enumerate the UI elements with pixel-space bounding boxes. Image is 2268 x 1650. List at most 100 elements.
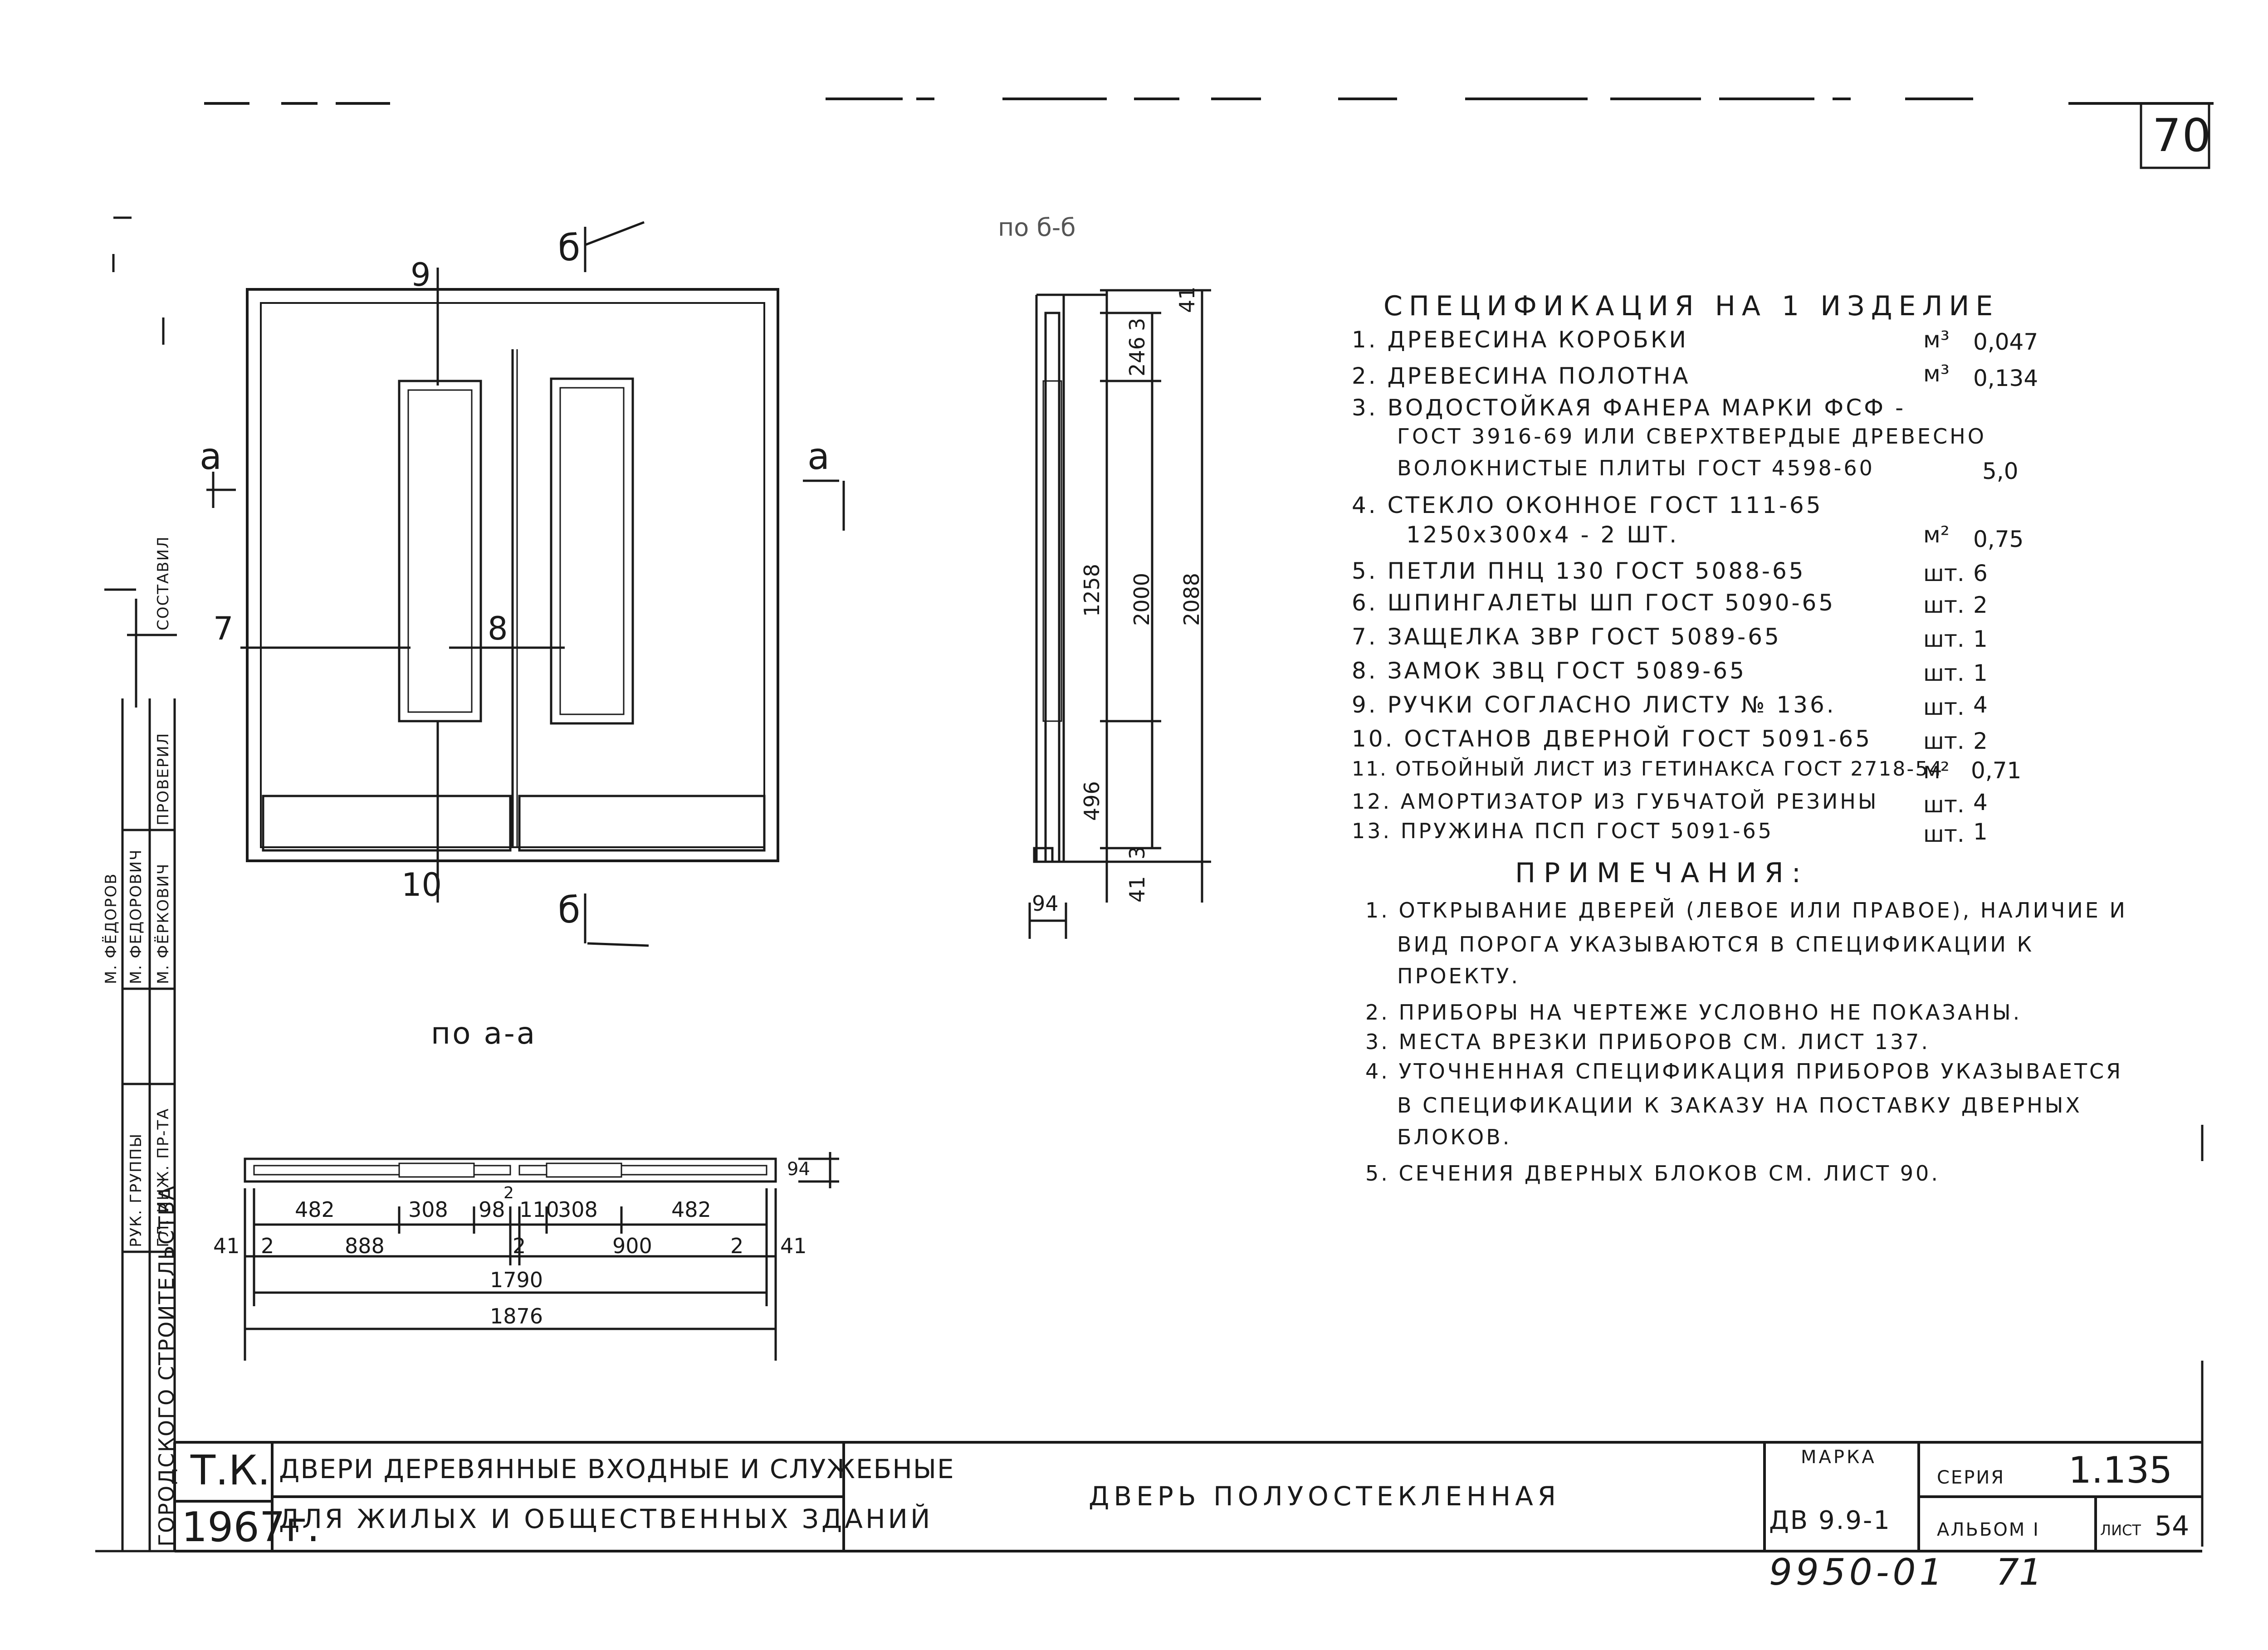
spec-qty-11: 0,71	[1971, 757, 2022, 784]
dim-aa-94: 94	[787, 1159, 810, 1180]
stamp-role-gl-inzh: ГЛ. ИНЖ. ПР-ТА	[154, 1108, 172, 1247]
spec-item-3c: ВОЛОКНИСТЫЕ ПЛИТЫ ГОСТ 4598-60	[1397, 456, 1875, 480]
spec-unit-7: шт.	[1923, 626, 1965, 652]
callout-7: 7	[213, 610, 234, 647]
spec-qty-1: 0,047	[1973, 329, 2038, 355]
note-line-8: БЛОКОВ.	[1397, 1125, 1512, 1149]
stamp-name-2: М. ФЕДОРОВИЧ	[127, 849, 145, 984]
spec-qty-13: 1	[1973, 819, 1988, 845]
sheet-corner-number: 70	[2152, 109, 2212, 162]
spec-item-7: 7. ЗАЩЕЛКА ЗВР ГОСТ 5089-65	[1352, 624, 1781, 650]
dim-bb-3-top: 3	[1125, 317, 1149, 331]
dim-aa-308-left: 308	[408, 1197, 448, 1222]
section-aa-lines	[244, 1152, 839, 1361]
tb-seria-value: 1.135	[2068, 1449, 2173, 1491]
spec-item-1: 1. ДРЕВЕСИНА КОРОБКИ	[1352, 327, 1688, 353]
cut-label-a-left: a	[200, 435, 222, 478]
spec-item-5: 5. ПЕТЛИ ПНЦ 130 ГОСТ 5088-65	[1352, 558, 1806, 584]
spec-qty-9: 4	[1973, 692, 1988, 718]
cut-label-b-bottom: б	[558, 889, 581, 931]
dim-bb-2088: 2088	[1179, 572, 1204, 626]
spec-unit-11: м²	[1923, 757, 1950, 784]
tb-name: ДВЕРЬ ПОЛУОСТЕКЛЕННАЯ	[1089, 1481, 1561, 1512]
inventory-number: 9950-01	[1769, 1551, 1946, 1593]
cut-label-a-right: a	[807, 435, 830, 478]
section-bb-title: по б-б	[998, 213, 1076, 242]
callout-9: 9	[411, 256, 431, 293]
tb-year: 1967г.	[181, 1504, 320, 1551]
spec-unit-13: шт.	[1923, 821, 1965, 847]
spec-item-4b: 1250х300х4 - 2 ШТ.	[1406, 522, 1679, 548]
tb-desc-2: ДЛЯ ЖИЛЫХ И ОБЩЕСТВЕННЫХ ЗДАНИЙ	[279, 1504, 933, 1534]
section-bb-lines	[1028, 289, 1211, 939]
spec-unit-2: м³	[1923, 361, 1950, 387]
dim-aa-2-right: 2	[730, 1234, 744, 1258]
spec-qty-4: 0,75	[1973, 526, 2024, 552]
dim-aa-308-right: 308	[558, 1197, 598, 1222]
spec-item-10: 10. ОСТАНОВ ДВЕРНОЙ ГОСТ 5091-65	[1352, 726, 1872, 752]
dim-bb-41-top: 41	[1175, 286, 1199, 313]
spec-unit-4: м²	[1923, 522, 1950, 548]
spec-item-4: 4. СТЕКЛО ОКОННОЕ ГОСТ 111-65	[1352, 492, 1823, 518]
note-line-9: 5. СЕЧЕНИЯ ДВЕРНЫХ БЛОКОВ СМ. ЛИСТ 90.	[1365, 1161, 1940, 1186]
spec-qty-8: 1	[1973, 660, 1988, 686]
dim-aa-900: 900	[612, 1234, 652, 1258]
note-line-7: В СПЕЦИФИКАЦИИ К ЗАКАЗУ НА ПОСТАВКУ ДВЕР…	[1397, 1093, 2082, 1118]
dim-aa-110: 110	[519, 1197, 559, 1222]
stamp-role-proveril: ПРОВЕРИЛ	[154, 732, 172, 825]
dim-aa-2-left: 2	[261, 1234, 274, 1258]
dim-bb-496: 496	[1080, 781, 1104, 821]
section-aa-title: по а-а	[431, 1016, 537, 1051]
tb-album-label: АЛЬБОМ I	[1937, 1519, 2040, 1540]
spec-qty-2: 0,134	[1973, 365, 2038, 391]
dim-aa-41-left: 41	[213, 1234, 240, 1258]
tb-tk: Т.К.	[191, 1447, 271, 1494]
spec-item-11: 11. ОТБОЙНЫЙ ЛИСТ ИЗ ГЕТИНАКСА ГОСТ 2718…	[1352, 757, 1944, 781]
tb-list-label: ЛИСТ	[2100, 1522, 2141, 1539]
spec-item-2: 2. ДРЕВЕСИНА ПОЛОТНА	[1352, 363, 1691, 389]
spec-unit-10: шт.	[1923, 728, 1965, 754]
spec-unit-5: шт.	[1923, 560, 1965, 586]
tb-marka-label: МАРКА	[1801, 1447, 1877, 1468]
door-elevation-lines	[206, 221, 845, 947]
dim-bb-1258: 1258	[1080, 563, 1104, 617]
cut-label-b-top: б	[558, 227, 581, 269]
callout-8: 8	[488, 610, 508, 647]
spec-qty-6: 2	[1973, 592, 1988, 618]
spec-item-3: 3. ВОДОСТОЙКАЯ ФАНЕРА МАРКИ ФСФ -	[1352, 395, 1906, 421]
tb-desc-1: ДВЕРИ ДЕРЕВЯННЫЕ ВХОДНЫЕ И СЛУЖЕБНЫЕ	[279, 1454, 955, 1484]
dim-bb-3-bottom: 3	[1125, 846, 1149, 859]
spec-qty-3: 5,0	[1982, 458, 2019, 484]
spec-item-3b: ГОСТ 3916-69 ИЛИ СВЕРХТВЕРДЫЕ ДРЕВЕСНО	[1397, 424, 1986, 449]
dim-bb-246: 246	[1125, 337, 1149, 376]
note-line-6: 4. УТОЧНЕННАЯ СПЕЦИФИКАЦИЯ ПРИБОРОВ УКАЗ…	[1365, 1059, 2123, 1084]
stamp-name-3: М. ФЁРКОВИЧ	[154, 863, 172, 984]
dim-aa-888: 888	[345, 1234, 385, 1258]
spec-item-13: 13. ПРУЖИНА ПСП ГОСТ 5091-65	[1352, 819, 1774, 843]
note-line-4: 2. ПРИБОРЫ НА ЧЕРТЕЖЕ УСЛОВНО НЕ ПОКАЗАН…	[1365, 1000, 2022, 1025]
dim-aa-41-right: 41	[780, 1234, 807, 1258]
dim-aa-482-right: 482	[671, 1197, 711, 1222]
dim-bb-41-bottom: 41	[1125, 876, 1149, 903]
spec-item-12: 12. АМОРТИЗАТОР ИЗ ГУБЧАТОЙ РЕЗИНЫ	[1352, 789, 1879, 814]
tb-marka-value: ДВ 9.9-1	[1769, 1506, 1891, 1535]
tb-seria-label: СЕРИЯ	[1937, 1467, 2005, 1488]
spec-item-6: 6. ШПИНГАЛЕТЫ ШП ГОСТ 5090-65	[1352, 590, 1836, 616]
stamp-name-1: М. ФЁДОРОВ	[102, 873, 120, 984]
spec-qty-12: 4	[1973, 789, 1988, 815]
callout-10: 10	[401, 866, 442, 903]
dim-aa-1876: 1876	[490, 1304, 543, 1328]
spec-unit-6: шт.	[1923, 592, 1965, 618]
stamp-role-ruk-gruppy: РУК. ГРУППЫ	[127, 1133, 145, 1247]
spec-qty-7: 1	[1973, 626, 1988, 652]
title-block-frame	[175, 1441, 2202, 1552]
spec-title: СПЕЦИФИКАЦИЯ НА 1 ИЗДЕЛИЕ	[1383, 290, 1999, 322]
spec-unit-8: шт.	[1923, 660, 1965, 686]
corner-box	[2140, 104, 2210, 169]
note-line-3: ПРОЕКТУ.	[1397, 964, 1520, 988]
dim-aa-2-mid: 2	[513, 1234, 526, 1258]
dim-bb-94: 94	[1032, 891, 1059, 916]
notes-title: ПРИМЕЧАНИЯ:	[1515, 857, 1809, 889]
tb-list-value: 54	[2155, 1510, 2190, 1542]
